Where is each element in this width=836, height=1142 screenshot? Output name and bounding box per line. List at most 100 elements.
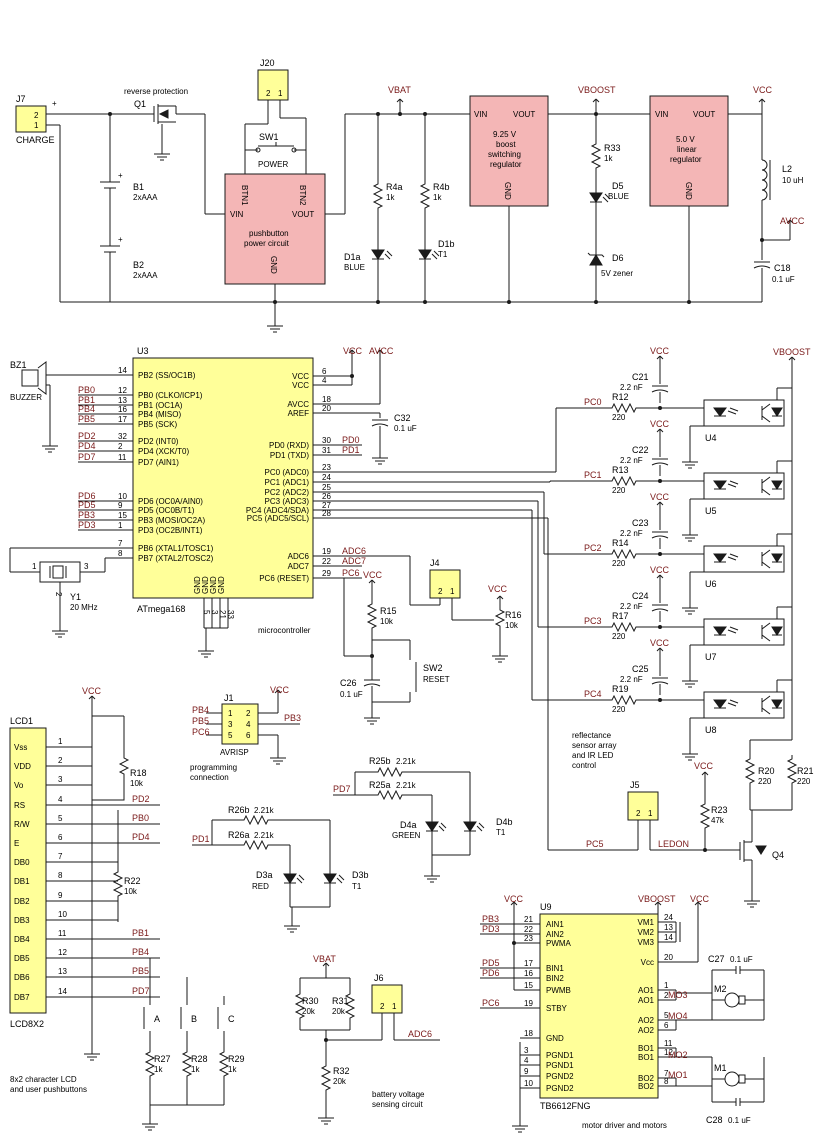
lcd-net: PB4: [132, 947, 149, 957]
svg-text:PB3: PB3: [284, 713, 301, 723]
motor-pin-name: PGND2: [546, 1072, 574, 1081]
motor-pin-name: AO1: [638, 986, 655, 995]
mcu-pin-num: 13: [118, 396, 127, 405]
pb-line1: pushbutton: [249, 229, 289, 238]
lcd-pin-name: VDD: [14, 762, 31, 771]
j4-connector: [429, 569, 461, 599]
svg-text:20k: 20k: [333, 1077, 347, 1086]
batt-caption1: battery voltage: [372, 1090, 425, 1099]
svg-text:33: 33: [226, 610, 235, 619]
motor-pin-net: PB3: [482, 914, 499, 924]
j7-pin2: 2: [34, 111, 39, 120]
svg-text:C27: C27: [708, 954, 725, 964]
svg-text:2: 2: [54, 592, 63, 597]
svg-text:20k: 20k: [302, 1007, 316, 1016]
l2-ref: L2: [782, 164, 792, 174]
button-res-ref: R29: [228, 1054, 245, 1064]
motor-pin-num: 21: [524, 915, 533, 924]
pb-gnd: GND: [269, 256, 278, 274]
d4b-ref: D4b: [496, 817, 513, 827]
r16-vcc: VCC: [488, 584, 508, 594]
mcu-pin-name: PD2 (INT0): [138, 437, 179, 446]
mcu-pin-net: PB3: [78, 510, 95, 520]
motor-driver-body: [539, 913, 659, 1099]
svg-text:2: 2: [246, 709, 251, 718]
mcu-pin-net: PD5: [78, 500, 96, 510]
svg-text:0.1 uF: 0.1 uF: [728, 1116, 751, 1125]
d1b-ref: D1b: [438, 239, 455, 249]
svg-text:1: 1: [228, 709, 233, 718]
j7-connector: [15, 105, 47, 133]
lcd-net: PB0: [132, 813, 149, 823]
svg-text:ADC6: ADC6: [408, 1029, 432, 1039]
svg-text:3: 3: [228, 720, 233, 729]
motor-pin-num: 17: [524, 959, 533, 968]
motor-pin-net: PD3: [482, 924, 500, 934]
mcu-pin-net: PB0: [78, 385, 95, 395]
lcd-ref: LCD1: [10, 716, 33, 726]
sensor-cap-value: 2.2 nF: [620, 675, 643, 684]
motor-pin-num: 3: [524, 1046, 529, 1055]
lin-l3: regulator: [670, 155, 702, 164]
d1a-color: BLUE: [344, 263, 365, 272]
svg-text:GND: GND: [201, 576, 210, 594]
lcd-pin-num: 4: [58, 795, 63, 804]
motor-pin-name: BIN1: [546, 964, 564, 973]
r16-value: 10k: [505, 621, 519, 630]
isp-ref: J1: [224, 693, 234, 703]
sensor-vcc: VCC: [650, 346, 670, 356]
mcu-pin-name: PC0 (ADC0): [265, 468, 310, 477]
b2-value: 2xAAA: [133, 271, 158, 280]
sensor-res-value: 220: [612, 705, 626, 714]
mcu-pin-num: 2: [118, 442, 123, 451]
mcu-pin-num: 17: [118, 415, 127, 424]
mcu-pin-name: PD3 (OC2B/INT1): [138, 526, 203, 535]
r4a-ref: R4a: [386, 182, 403, 192]
motor-pin-num: 10: [524, 1079, 533, 1088]
mcu-pin-num: 26: [322, 492, 331, 501]
mcu-pin-num: 12: [118, 386, 127, 395]
motor-pin-name: AO1: [638, 996, 655, 1005]
sensor-ref: U6: [705, 579, 717, 589]
sensor-net: PC4: [584, 689, 602, 699]
sw2-ref: SW2: [423, 663, 443, 673]
d3b-net: T1: [352, 882, 362, 891]
d6-ref: D6: [612, 253, 624, 263]
motor-pin-name: BO1: [638, 1053, 655, 1062]
j7-pin1: 1: [34, 121, 39, 130]
d6-value: 5V zener: [601, 269, 633, 278]
b1-value: 2xAAA: [133, 193, 158, 202]
mcu-ref: U3: [137, 346, 149, 356]
mcu-pin-name: PC2 (ADC2): [265, 488, 310, 497]
lcd-net: PD2: [132, 794, 150, 804]
mcu-pin-net: ADC6: [342, 546, 366, 556]
svg-text:R25b: R25b: [369, 756, 391, 766]
mcu-pin-name: PD6 (OC0A/AIN0): [138, 497, 203, 506]
mcu-pin-net: PD2: [78, 431, 96, 441]
mcu-avcc-label: AVCC: [369, 346, 394, 356]
svg-text:R25a: R25a: [369, 780, 391, 790]
user-button-label: B: [191, 1014, 197, 1024]
svg-text:2.21k: 2.21k: [396, 757, 417, 766]
svg-text:C28: C28: [706, 1115, 723, 1125]
lcd-pin-num: 7: [58, 852, 63, 861]
motor-pin-num: 18: [524, 1029, 533, 1038]
sensor-res-ref: R14: [612, 538, 629, 548]
mcu-pin-name: PC1 (ADC1): [265, 478, 310, 487]
lcd-pin-name: Vo: [14, 781, 24, 790]
sensor-res-ref: R13: [612, 465, 629, 475]
j20-connector: [257, 69, 289, 101]
sensor-opto: [703, 472, 785, 500]
d3a-ref: D3a: [256, 870, 273, 880]
r15-ref: R15: [380, 606, 397, 616]
sensor-caption-1: sensor array: [572, 741, 616, 750]
mcu-pin-name: PB5 (SCK): [138, 420, 177, 429]
vbat-label: VBAT: [388, 85, 411, 95]
lcd-part: LCD8X2: [10, 1019, 44, 1029]
r21-ref: R21: [797, 766, 814, 776]
c18-value: 0.1 uF: [772, 275, 795, 284]
sensor-res-ref: R17: [612, 611, 629, 621]
